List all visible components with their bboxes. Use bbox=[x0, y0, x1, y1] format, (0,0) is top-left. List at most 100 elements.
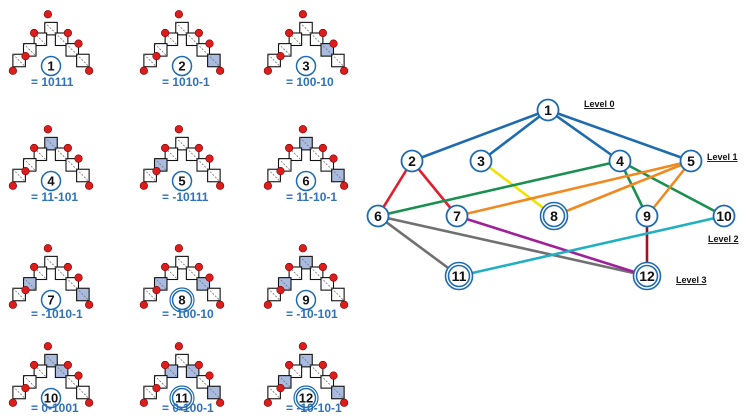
atom-dot bbox=[263, 181, 272, 190]
level-label-1: Level 1 bbox=[707, 152, 738, 162]
atom-dot bbox=[139, 300, 148, 309]
structure-4: 4 bbox=[8, 125, 94, 192]
graph-node-8: 8 bbox=[539, 201, 569, 231]
structure-code: = 11-10-1 bbox=[286, 190, 338, 204]
atom-dot bbox=[161, 143, 170, 153]
atom-dot bbox=[30, 28, 39, 38]
structure-number-ring bbox=[295, 55, 317, 77]
graph-node-9: 9 bbox=[635, 204, 659, 228]
tile-diagonal bbox=[288, 32, 302, 46]
atom-dot bbox=[161, 262, 170, 272]
tile-diagonal bbox=[76, 385, 90, 400]
atom-dot bbox=[298, 125, 307, 134]
graph-node-12: 12 bbox=[632, 261, 662, 291]
atom-dot bbox=[205, 154, 214, 163]
structure-code: = -1010-1 bbox=[31, 307, 83, 321]
structure-7: 7 bbox=[8, 244, 94, 311]
graph-node-2: 2 bbox=[400, 149, 424, 173]
tile-diagonal bbox=[331, 53, 345, 68]
structure-number-ring bbox=[171, 387, 193, 409]
edge-5-7 bbox=[456, 159, 692, 218]
structure-number: 9 bbox=[302, 293, 309, 308]
atom-dot bbox=[205, 273, 214, 282]
atom-dot bbox=[74, 154, 83, 163]
level-label-0: Level 0 bbox=[584, 99, 615, 109]
tile-diagonal bbox=[143, 287, 157, 302]
atom-dot bbox=[276, 167, 285, 176]
atom-dot bbox=[8, 66, 17, 75]
structure-code: = 0-1001 bbox=[31, 401, 79, 415]
tile-diagonal bbox=[33, 147, 47, 161]
atom-dot bbox=[329, 273, 338, 282]
atom-dot bbox=[152, 286, 161, 295]
structure-number: 4 bbox=[47, 174, 55, 189]
edge-1-4 bbox=[547, 108, 621, 163]
structure-12: 12 bbox=[263, 342, 349, 411]
atom-dot bbox=[152, 167, 161, 176]
atom-dot bbox=[63, 262, 72, 272]
node-ring bbox=[469, 149, 493, 173]
tile-diagonal bbox=[143, 168, 157, 183]
tile-diagonal bbox=[154, 43, 168, 57]
edge-3-8 bbox=[480, 159, 555, 218]
atom-dot bbox=[340, 300, 349, 309]
structure-number-ring bbox=[295, 170, 317, 192]
node-ring bbox=[400, 149, 424, 173]
tile-diagonal bbox=[164, 364, 178, 378]
atom-dot bbox=[21, 384, 30, 393]
atom-dot bbox=[329, 154, 338, 163]
graph-node-4: 4 bbox=[608, 149, 632, 173]
structure-number: 2 bbox=[178, 59, 185, 74]
structure-number: 12 bbox=[299, 391, 313, 406]
tile-diagonal bbox=[23, 277, 37, 291]
atom-dot bbox=[85, 66, 94, 75]
atom-dot bbox=[174, 10, 183, 19]
atom-dot bbox=[216, 398, 225, 407]
atom-dot bbox=[194, 143, 203, 153]
edge-1-5 bbox=[547, 108, 692, 163]
tile-diagonal bbox=[143, 385, 157, 400]
tile-diagonal bbox=[207, 287, 221, 302]
atom-dot bbox=[174, 342, 183, 351]
atom-dot bbox=[63, 28, 72, 38]
node-ring bbox=[542, 204, 566, 228]
graph-node-1: 1 bbox=[536, 98, 560, 122]
atom-dot bbox=[340, 398, 349, 407]
tile-diagonal bbox=[76, 287, 90, 302]
atom-dot bbox=[21, 52, 30, 61]
atom-dot bbox=[21, 286, 30, 295]
atom-dot bbox=[263, 300, 272, 309]
node-label: 4 bbox=[616, 153, 624, 169]
node-label: 10 bbox=[716, 208, 732, 224]
atom-dot bbox=[8, 300, 17, 309]
atom-dot bbox=[74, 371, 83, 380]
atom-dot bbox=[276, 384, 285, 393]
graph-node-10: 10 bbox=[712, 204, 736, 228]
node-ring bbox=[445, 204, 469, 228]
tile-diagonal bbox=[267, 53, 281, 68]
edge-2-7 bbox=[410, 160, 459, 217]
structure-6: 6 bbox=[263, 125, 349, 192]
atom-dot bbox=[85, 181, 94, 190]
atom-dot bbox=[216, 181, 225, 190]
atom-dot bbox=[298, 10, 307, 19]
node-label: 9 bbox=[643, 208, 651, 224]
tile-diagonal bbox=[267, 287, 281, 302]
graph-node-7: 7 bbox=[445, 204, 469, 228]
tile-diagonal bbox=[207, 168, 221, 183]
atom-dot bbox=[205, 39, 214, 48]
structure-code: = -10111 bbox=[162, 190, 209, 204]
tile-diagonal bbox=[288, 364, 302, 378]
level-label-2: Level 2 bbox=[708, 234, 739, 244]
atom-dot bbox=[85, 398, 94, 407]
tile-diagonal bbox=[23, 43, 37, 57]
node-ring bbox=[712, 204, 736, 228]
tile-diagonal bbox=[267, 385, 281, 400]
atom-dot bbox=[139, 398, 148, 407]
tile-diagonal bbox=[12, 53, 26, 68]
structure-number-outer-ring bbox=[169, 385, 195, 411]
structure-number-ring bbox=[40, 289, 62, 311]
node-ring bbox=[536, 98, 560, 122]
